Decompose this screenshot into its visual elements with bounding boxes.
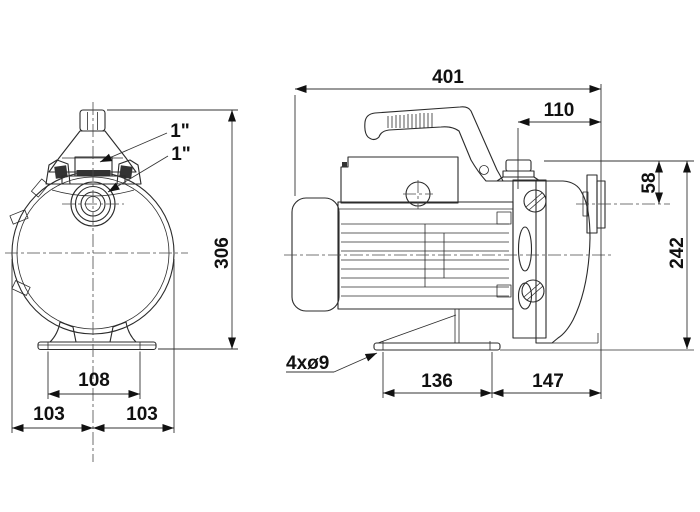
motor-body: [337, 201, 514, 310]
dim-port-58: 58: [544, 160, 694, 204]
dim-feet-136-147: 136 147: [382, 352, 601, 398]
dim-text-110: 110: [544, 100, 575, 121]
handle-grip-ribs: [387, 113, 433, 128]
label-front-port: 1": [171, 144, 191, 165]
priming-plug: [496, 159, 541, 182]
foot-plate-side: [373, 342, 501, 351]
holes-callout: 4xø9: [286, 349, 379, 374]
dim-text-103-left: 103: [33, 404, 65, 425]
saddle-flange: [61, 175, 126, 185]
top-nut: [79, 109, 106, 132]
dim-text-306: 306: [212, 237, 233, 269]
fan-cover: [291, 197, 340, 312]
dim-foot-108: 108: [47, 351, 141, 399]
side-view-centerlines: [284, 203, 670, 256]
dim-width-103-103: 103 103: [11, 259, 175, 433]
dim-text-401: 401: [432, 67, 464, 88]
base-plate-front: [37, 341, 157, 351]
port-labels: 1" 1": [98, 121, 191, 196]
dim-length-401: 401: [294, 67, 602, 399]
dim-text-108: 108: [78, 370, 110, 391]
front-view-centerlines: [5, 102, 188, 462]
dim-text-103-right: 103: [126, 404, 158, 425]
tank-rim-tabs: [9, 178, 49, 296]
screw-upper: [523, 189, 547, 213]
tank-feet: [37, 321, 157, 351]
dim-plug-110: 110: [517, 100, 601, 189]
pump-base: [373, 309, 694, 351]
handle-pivot-screw: [479, 165, 489, 175]
support-gusset: [377, 314, 457, 344]
label-top-port: 1": [170, 121, 190, 142]
front-view: 306 108 103 103 1": [5, 102, 238, 462]
dim-text-58: 58: [639, 172, 660, 193]
ejector-cone: [48, 130, 137, 173]
screw-lower: [521, 279, 545, 303]
dim-text-136: 136: [421, 371, 453, 392]
dim-text-147: 147: [532, 371, 564, 392]
cooling-fins: [338, 208, 513, 298]
carry-handle: [364, 106, 504, 182]
terminal-box: [340, 156, 459, 204]
label-holes: 4xø9: [286, 353, 329, 374]
dim-height-306: 306: [107, 109, 238, 350]
dim-height-242: 242: [667, 161, 691, 349]
side-view: 401 110 58 242: [284, 67, 694, 399]
tank-leg-right: [109, 321, 137, 343]
tank-leg-left: [49, 321, 77, 343]
dim-text-242: 242: [667, 237, 688, 269]
ejector-assembly: [45, 109, 142, 197]
pump-casing: [535, 180, 591, 344]
